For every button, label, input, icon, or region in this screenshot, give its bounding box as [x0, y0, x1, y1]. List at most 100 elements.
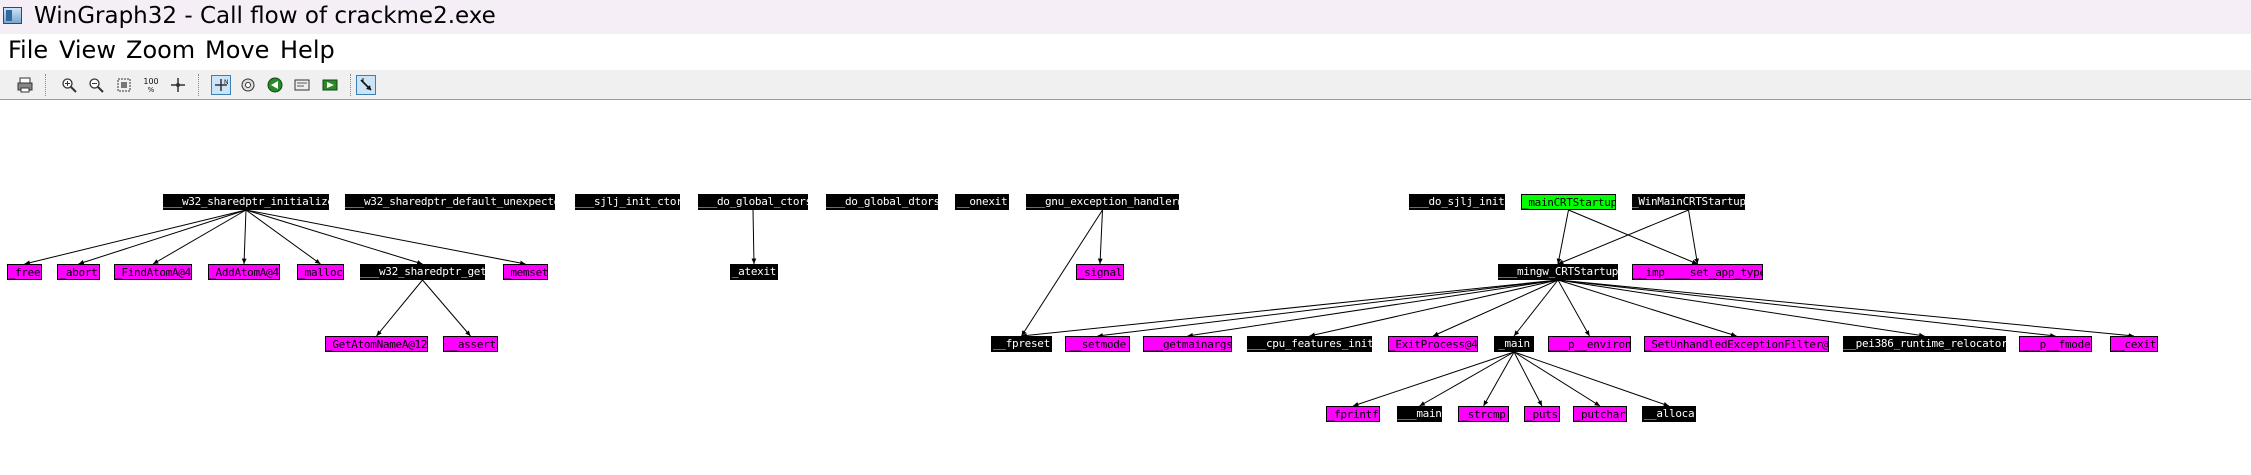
graph-settings-icon[interactable]	[292, 75, 312, 95]
graph-node[interactable]: ___getmainargs	[1143, 336, 1232, 352]
graph-edge	[1513, 279, 1559, 337]
graph-node[interactable]: __fpreset	[991, 336, 1052, 352]
graph-edge	[78, 209, 247, 265]
graph-node[interactable]: _GetAtomNameA@12	[325, 336, 428, 352]
print-icon[interactable]	[15, 75, 35, 95]
title-bar: WinGraph32 - Call flow of crackme2.exe	[0, 0, 2251, 34]
graph-edge	[1688, 209, 1699, 265]
layout-icon[interactable]: N	[211, 75, 231, 95]
graph-node[interactable]: _putchar	[1573, 406, 1627, 422]
graph-edge	[1568, 209, 1698, 265]
graph-node[interactable]: ___do_global_ctors	[698, 194, 808, 210]
graph-node[interactable]: __imp____set_app_type	[1632, 264, 1763, 280]
graph-node[interactable]: _AddAtomA@4	[208, 264, 280, 280]
graph-edge	[1309, 279, 1559, 338]
graph-node[interactable]: ___sjlj_init_ctor	[575, 194, 680, 210]
zoom-in-icon[interactable]	[59, 75, 79, 95]
graph-node[interactable]: __cexit	[2110, 336, 2158, 352]
app-window-icon	[3, 7, 22, 24]
graph-edge	[1432, 279, 1559, 337]
graph-node[interactable]: __pei386_runtime_relocator	[1843, 336, 2006, 352]
toolbar-separator	[350, 74, 352, 96]
back-icon[interactable]	[265, 75, 285, 95]
graph-edge	[1097, 279, 1559, 338]
svg-text:N: N	[224, 79, 229, 86]
graph-edge	[245, 209, 423, 265]
graph-edge	[1483, 351, 1515, 407]
graph-node[interactable]: _SetUnhandledExceptionFilter@4	[1644, 336, 1829, 352]
menu-help[interactable]: Help	[280, 36, 335, 64]
graph-node[interactable]: ___w32_sharedptr_default_unexpected	[345, 194, 555, 210]
graph-node[interactable]: __setmode	[1065, 336, 1130, 352]
graph-edge	[751, 209, 757, 265]
graph-edge	[1557, 209, 1689, 265]
graph-node[interactable]: _FindAtomA@4	[114, 264, 192, 280]
graph-edge	[1097, 209, 1103, 265]
graph-edge	[1513, 351, 1670, 407]
graph-node[interactable]: ___do_sjlj_init	[1409, 194, 1505, 210]
graph-edge	[1187, 279, 1559, 338]
center-icon[interactable]	[168, 75, 188, 95]
graph-edge	[245, 209, 321, 265]
graph-edge	[1513, 351, 1543, 407]
window-title: WinGraph32 - Call flow of crackme2.exe	[34, 3, 496, 29]
graph-node[interactable]: ___main	[1397, 406, 1442, 422]
toolbar-separator	[198, 74, 200, 96]
graph-node[interactable]: _fprintf	[1326, 406, 1380, 422]
graph-node[interactable]: _signal	[1076, 264, 1124, 280]
graph-edge	[1557, 279, 1590, 337]
graph-node[interactable]: _ExitProcess@4	[1388, 336, 1478, 352]
graph-edge	[1513, 351, 1601, 407]
graph-node[interactable]: _atexit	[730, 264, 778, 280]
graph-node[interactable]: _memset	[503, 264, 548, 280]
graph-node[interactable]: ___p__fmode	[2019, 336, 2092, 352]
graph-node[interactable]: ___mingw_CRTStartup	[1498, 264, 1618, 280]
graph-edge	[1352, 351, 1515, 407]
menu-bar: File View Zoom Move Help	[0, 34, 2251, 70]
graph-edge	[24, 209, 247, 266]
graph-node[interactable]: _abort	[57, 264, 100, 280]
graph-node[interactable]: __assert	[443, 336, 498, 352]
menu-view[interactable]: View	[59, 36, 116, 64]
graph-edge	[1557, 279, 2056, 338]
graph-edge	[1557, 279, 2135, 338]
menu-file[interactable]: File	[8, 36, 49, 64]
fit-window-icon[interactable]	[114, 75, 134, 95]
graph-edge	[1419, 351, 1515, 407]
menu-move[interactable]: Move	[205, 36, 270, 64]
graph-node[interactable]: __alloca	[1642, 406, 1696, 422]
circle-layout-icon[interactable]	[238, 75, 258, 95]
graph-edge	[245, 209, 526, 266]
svg-text:%: %	[148, 86, 155, 94]
graph-node[interactable]: _puts	[1524, 406, 1560, 422]
graph-edge	[376, 279, 423, 337]
graph-node[interactable]: _main	[1494, 336, 1534, 352]
graph-canvas[interactable]: ___w32_sharedptr_initialize ___w32_shared…	[0, 100, 2251, 475]
graph-edge	[1021, 279, 1559, 338]
graph-edges	[24, 209, 2135, 407]
graph-node[interactable]: __onexit	[955, 194, 1009, 210]
graph-edge	[422, 279, 471, 337]
graph-node[interactable]: ___w32_sharedptr_initialize	[163, 194, 329, 210]
toolbar-separator	[45, 74, 47, 96]
graph-edge	[1021, 209, 1103, 337]
graph-node[interactable]: _mainCRTStartup	[1521, 194, 1616, 210]
graph-node[interactable]: ___w32_sharedptr_get	[360, 264, 485, 280]
graph-node[interactable]: _malloc	[297, 264, 344, 280]
forward-icon[interactable]	[320, 75, 340, 95]
graph-node[interactable]: ___gnu_exception_handler@4	[1026, 194, 1179, 210]
zoom-100-icon[interactable]: 100%	[141, 75, 161, 95]
graph-node[interactable]: ___p__environ	[1548, 336, 1631, 352]
graph-node[interactable]: _WinMainCRTStartup	[1632, 194, 1745, 210]
select-tool-icon[interactable]	[356, 75, 376, 95]
graph-node[interactable]: ___cpu_features_init	[1247, 336, 1372, 352]
graph-edge	[1557, 279, 1737, 337]
graph-edge	[1557, 279, 1925, 338]
menu-zoom[interactable]: Zoom	[126, 36, 196, 64]
zoom-out-icon[interactable]	[86, 75, 106, 95]
graph-node[interactable]: ___do_global_dtors	[826, 194, 938, 210]
graph-node[interactable]: _free	[7, 264, 42, 280]
graph-edge	[1556, 209, 1569, 265]
graph-node[interactable]: _strcmp	[1458, 406, 1509, 422]
toolbar: 100% N	[0, 70, 2251, 100]
